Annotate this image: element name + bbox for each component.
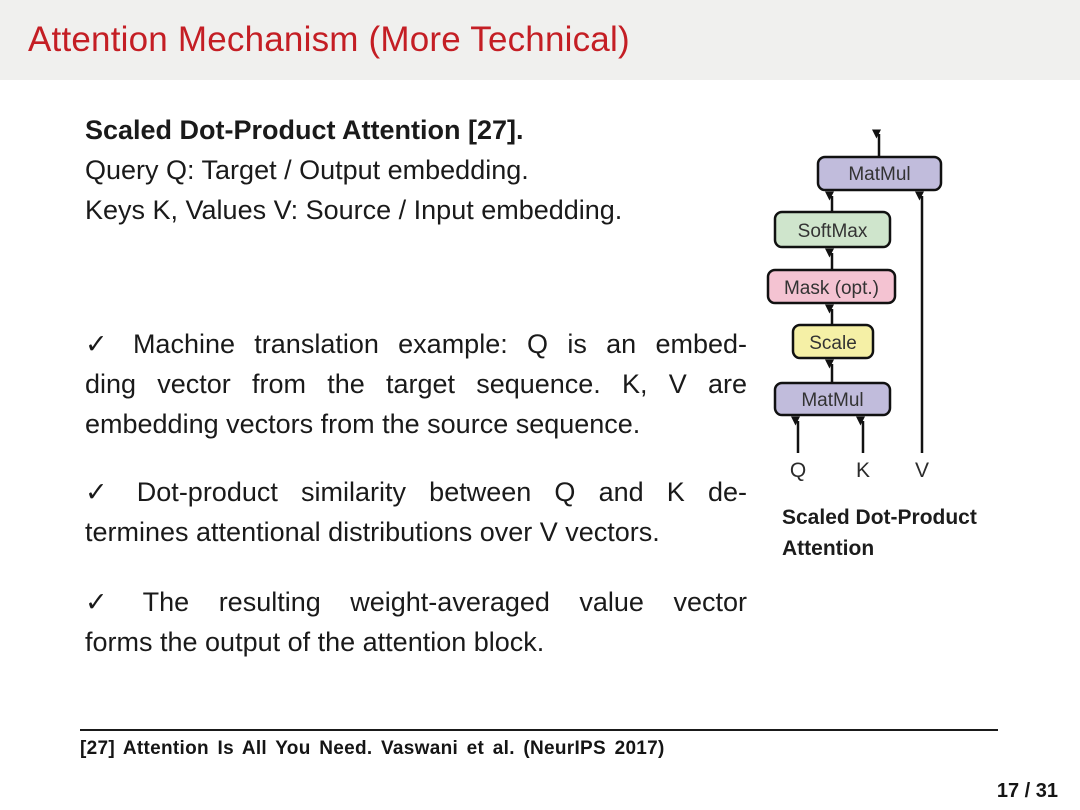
bullet-line: termines attentional distributions over … xyxy=(85,517,660,547)
matmul-top-box xyxy=(816,155,943,192)
matmul-bottom-label: MatMul xyxy=(801,390,863,411)
heading-bold: Scaled Dot-Product Attention [27]. xyxy=(85,115,524,145)
bullet-line: Machine translation example: Q is an emb… xyxy=(132,329,747,359)
mask-label: Mask (opt.) xyxy=(784,278,879,299)
bullet-line: forms the output of the attention block. xyxy=(85,627,545,657)
footnote-rule xyxy=(80,729,998,731)
attention-flow-svg: MatMul SoftMax Mask (opt.) Scale MatMul … xyxy=(766,129,943,482)
page-number: 17 / 31 xyxy=(996,780,1058,802)
heading-line-query: Query Q: Target / Output embedding. xyxy=(85,155,529,185)
slide-title-bar: Attention Mechanism (More Technical) xyxy=(0,0,1080,80)
bullet-weight-averaged: ✓ The resulting weight-averaged value ve… xyxy=(85,582,747,662)
caption-line-1: Scaled Dot-Product xyxy=(782,506,977,529)
scaled-dot-product-attention-diagram: MatMul SoftMax Mask (opt.) Scale MatMul … xyxy=(765,118,1010,578)
matmul-top-label: MatMul xyxy=(848,164,910,185)
softmax-box xyxy=(773,210,892,249)
matmul-bottom-box xyxy=(773,381,892,417)
q-label: Q xyxy=(790,459,806,482)
v-label: V xyxy=(915,459,929,482)
bullet-line: ding vector from the target sequence. K,… xyxy=(85,369,747,399)
k-label: K xyxy=(856,459,870,482)
citation-footnote: [27] Attention Is All You Need. Vaswani … xyxy=(80,738,665,759)
bullet-machine-translation: ✓ Machine translation example: Q is an e… xyxy=(85,324,747,444)
definition-block: Scaled Dot-Product Attention [27]. Query… xyxy=(85,110,747,230)
mask-box xyxy=(766,268,897,305)
caption-line-2: Attention xyxy=(782,537,875,560)
bullet-dot-product: ✓ Dot-product similarity between Q and K… xyxy=(85,472,747,552)
scale-box xyxy=(791,323,875,360)
diagram-caption: Scaled Dot-Product Attention xyxy=(782,502,977,564)
scale-label: Scale xyxy=(809,333,857,354)
bullet-line: The resulting weight-averaged value vect… xyxy=(142,587,747,617)
bullet-line: embedding vectors from the source sequen… xyxy=(85,409,641,439)
slide-title: Attention Mechanism (More Technical) xyxy=(28,20,630,59)
softmax-label: SoftMax xyxy=(798,221,868,242)
bullet-line: Dot-product similarity between Q and K d… xyxy=(136,477,747,507)
main-text-column: Scaled Dot-Product Attention [27]. Query… xyxy=(85,110,747,662)
check-icon: ✓ xyxy=(85,587,108,617)
heading-line-keys: Keys K, Values V: Source / Input embeddi… xyxy=(85,195,623,225)
check-icon: ✓ xyxy=(85,477,108,507)
check-icon: ✓ xyxy=(85,329,108,359)
